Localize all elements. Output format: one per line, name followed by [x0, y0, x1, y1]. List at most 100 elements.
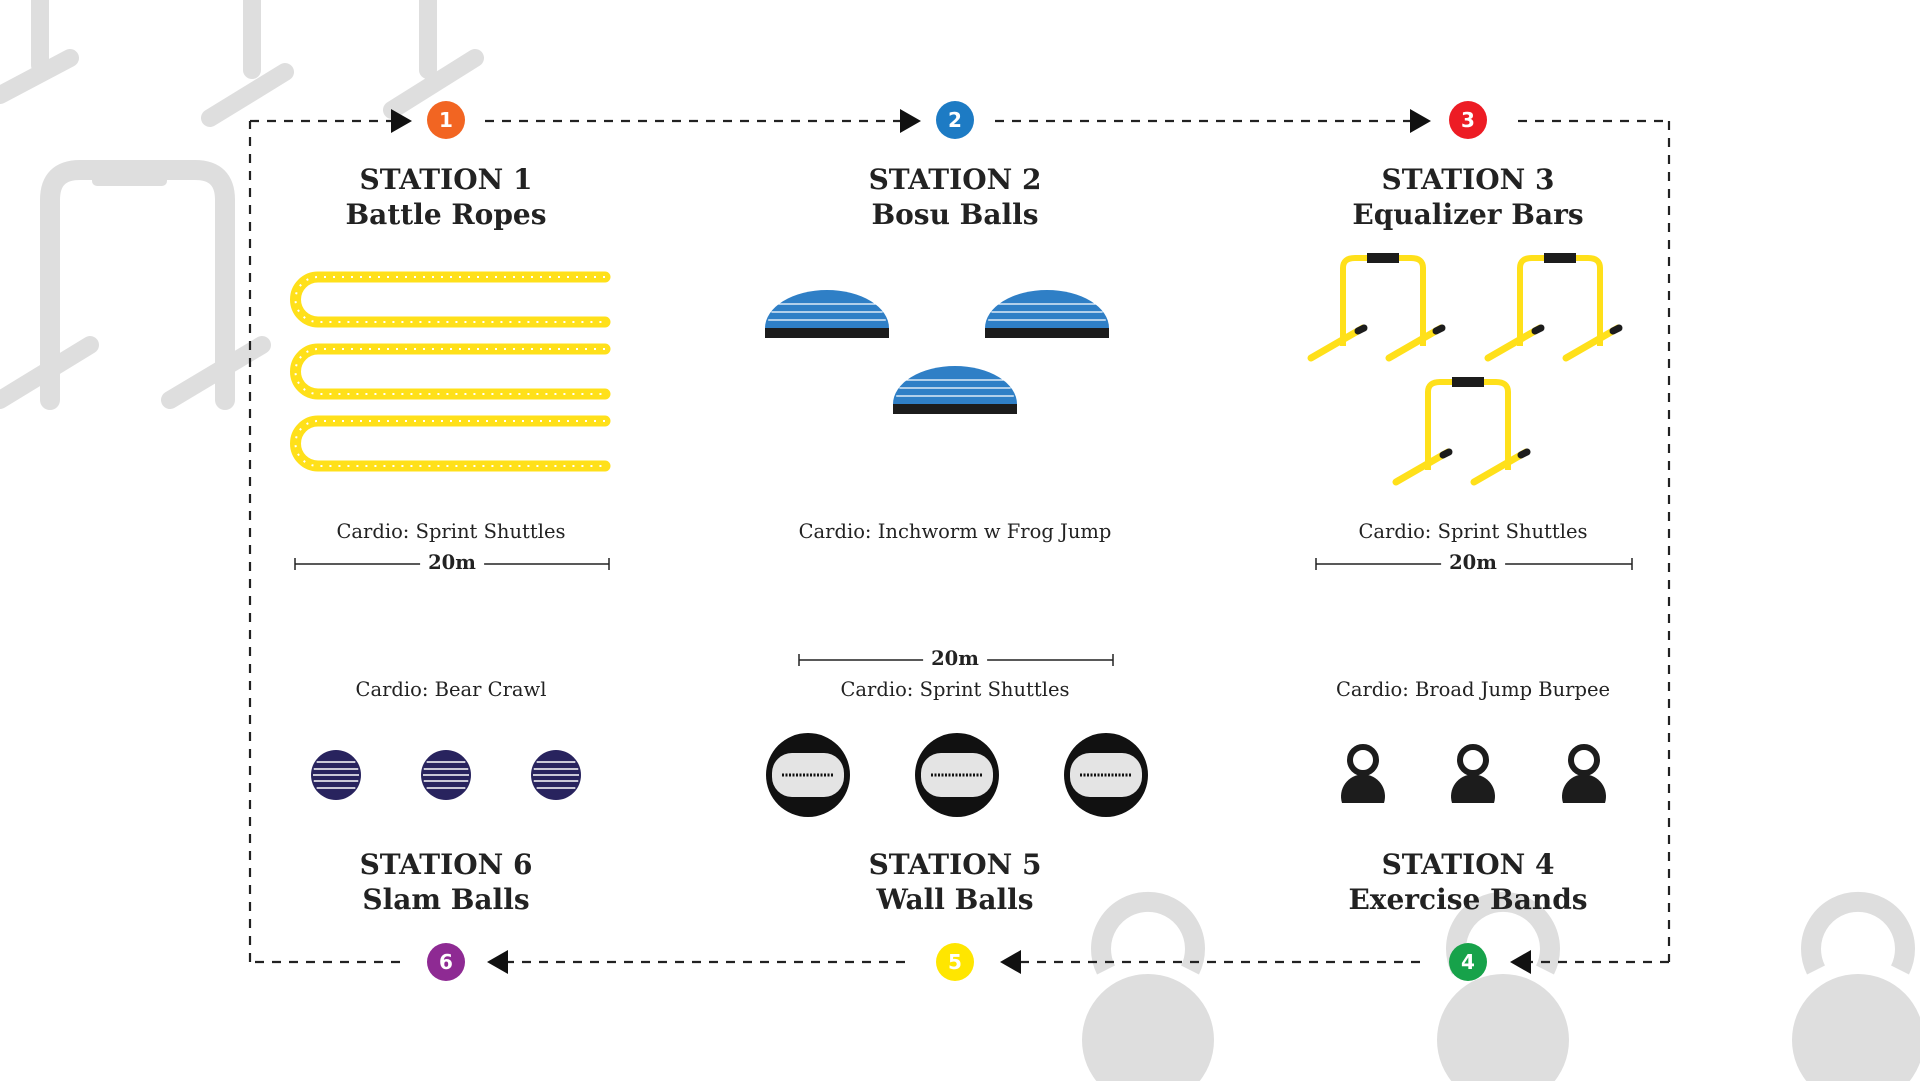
equalizer-foot	[1307, 324, 1367, 362]
bosu-dome	[765, 290, 889, 328]
station-1-heading: STATION 1	[359, 163, 533, 196]
decor-bar-leg	[201, 63, 294, 127]
station-4-badge: 4	[1449, 943, 1487, 981]
wall-ball-icon	[1064, 733, 1148, 817]
slam-ball-icon	[531, 750, 581, 800]
battle-rope-icon	[290, 415, 611, 472]
wall-ball-icon	[915, 733, 999, 817]
equalizer-cap	[1439, 448, 1453, 459]
station-3-title: STATION 3 Equalizer Bars	[1352, 162, 1583, 232]
decor-bar-leg	[383, 49, 484, 119]
arrow-right-icon	[1410, 109, 1431, 133]
station-5-heading: STATION 5	[868, 848, 1042, 881]
station-5-cardio: Cardio: Sprint Shuttles	[840, 678, 1070, 701]
decor-bar-leg	[161, 336, 271, 409]
equalizer-cap	[1517, 448, 1531, 459]
slam-ball-icon	[311, 750, 361, 800]
station-5-name: Wall Balls	[876, 883, 1034, 916]
station-5-badge: 5	[936, 943, 974, 981]
equalizer-grip	[1452, 377, 1484, 387]
station-2-title: STATION 2 Bosu Balls	[869, 162, 1042, 232]
station-2-badge: 2	[936, 101, 974, 139]
decor-bar-leg	[0, 336, 99, 409]
kettlebell-handle	[1568, 744, 1600, 776]
station-4-cardio: Cardio: Broad Jump Burpee	[1335, 678, 1611, 701]
decor-bar-leg	[0, 49, 79, 104]
kettlebell-handle	[1347, 744, 1379, 776]
kettlebell-body	[1561, 774, 1606, 803]
station-5-distance: 20m	[923, 647, 987, 670]
equalizer-foot	[1385, 324, 1445, 362]
bosu-base	[893, 404, 1017, 414]
equalizer-bar-icon	[1392, 377, 1531, 486]
decor-bar-grip	[92, 162, 167, 186]
station-6-badge: 6	[427, 943, 465, 981]
station-6-title: STATION 6 Slam Balls	[360, 847, 533, 917]
station-3-badge: 3	[1449, 101, 1487, 139]
rope-strand	[290, 271, 611, 328]
decor-kettlebell-body	[1082, 974, 1214, 1081]
bosu-ball-icon	[765, 290, 889, 338]
station-4-name: Exercise Bands	[1348, 883, 1588, 916]
equalizer-grip	[1544, 253, 1576, 263]
equalizer-cap	[1432, 324, 1446, 335]
arrow-left-icon	[1000, 950, 1021, 974]
equalizer-foot	[1392, 448, 1452, 486]
rope-twist	[294, 276, 605, 323]
bosu-dome	[985, 290, 1109, 328]
decor-kettlebell-body	[1437, 974, 1569, 1081]
station-3-cardio: Cardio: Sprint Shuttles	[1358, 520, 1588, 543]
station-2-cardio: Cardio: Inchworm w Frog Jump	[798, 520, 1112, 543]
arrow-right-icon	[900, 109, 921, 133]
equalizer-foot	[1470, 448, 1530, 486]
circuit-path	[248, 109, 1671, 974]
equalizer-foot	[1484, 324, 1544, 362]
equalizer-cap	[1531, 324, 1545, 335]
station-6-cardio: Cardio: Bear Crawl	[355, 678, 547, 701]
rope-twist	[294, 348, 605, 395]
battle-rope-icon	[290, 271, 611, 328]
kettlebell-icon	[1561, 744, 1606, 803]
rope-twist	[294, 420, 605, 467]
rope-strand	[290, 343, 611, 400]
station-4-heading: STATION 4	[1381, 848, 1555, 881]
station-3-distance: 20m	[1441, 551, 1505, 574]
arrow-left-icon	[1510, 950, 1531, 974]
kettlebell-body	[1340, 774, 1385, 803]
station-5-title: STATION 5 Wall Balls	[869, 847, 1042, 917]
station-6-name: Slam Balls	[362, 883, 530, 916]
station-1-name: Battle Ropes	[345, 198, 547, 231]
equalizer-cap	[1354, 324, 1368, 335]
equipment-illustrations	[290, 253, 1623, 817]
arrow-right-icon	[391, 109, 412, 133]
slam-ball-icon	[421, 750, 471, 800]
station-2-heading: STATION 2	[868, 163, 1042, 196]
equalizer-bar-icon	[1307, 253, 1446, 362]
kettlebell-icon	[1451, 744, 1495, 803]
kettlebell-body	[1451, 774, 1495, 803]
station-3-heading: STATION 3	[1381, 163, 1555, 196]
station-1-distance: 20m	[420, 551, 484, 574]
battle-rope-icon	[290, 343, 611, 400]
station-4-title: STATION 4 Exercise Bands	[1348, 847, 1587, 917]
station-1-badge: 1	[427, 101, 465, 139]
rope-strand	[290, 415, 611, 472]
station-1-title: STATION 1 Battle Ropes	[346, 162, 547, 232]
wall-ball-icon	[766, 733, 850, 817]
station-1-cardio: Cardio: Sprint Shuttles	[336, 520, 566, 543]
station-2-name: Bosu Balls	[871, 198, 1039, 231]
equalizer-cap	[1609, 324, 1623, 335]
decor-bar-frame	[40, 160, 235, 410]
bosu-base	[985, 328, 1109, 338]
kettlebell-icon	[1340, 744, 1385, 803]
bosu-ball-icon	[985, 290, 1109, 338]
decor-kettlebell-handle	[1801, 891, 1915, 975]
decor-kettlebell-body	[1792, 974, 1920, 1081]
kettlebell-handle	[1457, 744, 1489, 776]
decor-kettlebell-handle	[1091, 891, 1205, 975]
equalizer-bar-icon	[1484, 253, 1623, 362]
arrow-left-icon	[487, 950, 508, 974]
decor-kettlebell-handle	[1446, 891, 1560, 975]
